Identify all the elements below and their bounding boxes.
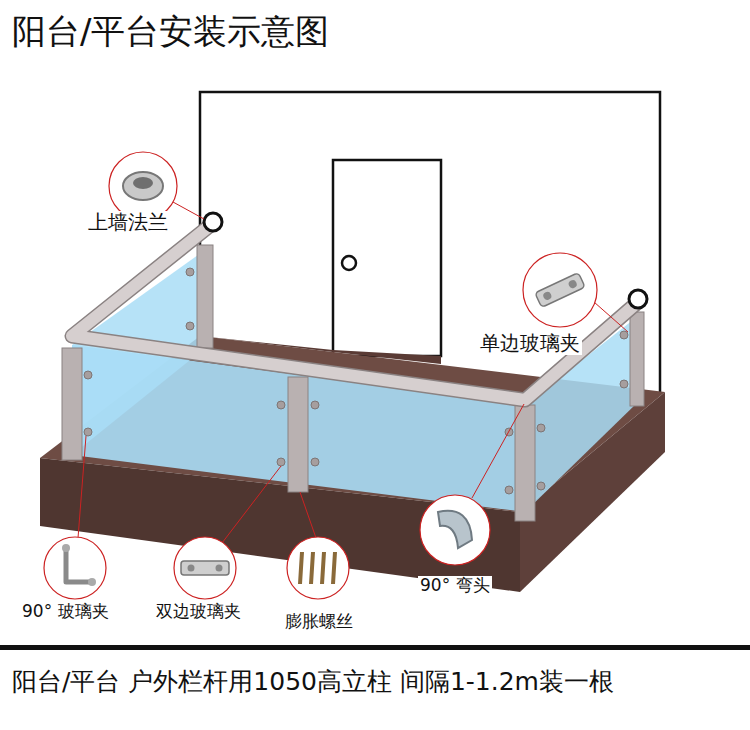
clip — [186, 322, 194, 330]
clip — [537, 424, 545, 432]
clip-hole — [188, 565, 195, 572]
clip — [311, 401, 319, 409]
bolt — [300, 552, 302, 584]
angle-clip-bolt — [62, 544, 70, 552]
callout-circle — [523, 253, 597, 327]
clip-plate — [535, 273, 585, 308]
clip-hole — [542, 291, 553, 302]
clip — [84, 428, 92, 436]
handrail-edge — [72, 224, 638, 400]
part-label: 单边玻璃夹 — [478, 332, 582, 355]
post — [630, 312, 644, 406]
post — [62, 348, 82, 460]
part-label: 90° 玻璃夹 — [20, 602, 111, 622]
elbow-icon — [438, 511, 472, 548]
part-label: 90° 弯头 — [418, 576, 492, 596]
callout-circle — [174, 537, 236, 599]
bolt — [311, 552, 313, 584]
clip — [311, 458, 319, 466]
flange-icon-hole — [133, 177, 153, 189]
leader-line — [594, 302, 628, 332]
wall-flange — [629, 290, 647, 308]
clip — [537, 482, 545, 490]
clip — [620, 380, 628, 388]
leader-lines — [78, 202, 628, 543]
bolt — [322, 552, 324, 584]
clip — [84, 371, 92, 379]
leader-line — [472, 404, 524, 498]
leader-line — [222, 466, 281, 543]
flange-icon — [123, 172, 163, 200]
leader-line — [300, 492, 316, 538]
clip — [277, 458, 285, 466]
leader-line — [173, 202, 204, 219]
part-label: 上墙法兰 — [86, 211, 170, 234]
callout-circle — [287, 537, 349, 599]
wall-flange — [204, 213, 222, 231]
leader-line — [78, 436, 86, 538]
door — [333, 160, 441, 356]
clip-hole — [216, 565, 223, 572]
callout-circle — [420, 495, 490, 565]
bolt — [333, 552, 335, 584]
title: 阳台/平台安装示意图 — [12, 12, 329, 51]
clip-hole — [567, 279, 578, 290]
double-clip-icon — [181, 561, 229, 575]
handrail — [72, 224, 638, 400]
bolt-icon — [300, 552, 335, 584]
angle-clip-bolt — [88, 578, 96, 586]
angle-clip-icon — [66, 548, 92, 582]
part-label: 双边玻璃夹 — [154, 602, 243, 622]
callout-circle — [44, 537, 106, 599]
clip — [186, 268, 194, 276]
post — [515, 405, 535, 521]
callout-circles — [44, 152, 597, 599]
clip — [620, 331, 628, 339]
divider-bar — [0, 645, 750, 650]
callout-circle — [109, 152, 177, 220]
clip — [277, 401, 285, 409]
caption: 阳台/平台 户外栏杆用1050高立柱 间隔1-1.2m装一根 — [12, 668, 614, 697]
single-clip-icon — [535, 273, 585, 308]
post — [288, 377, 308, 492]
clip — [505, 486, 513, 494]
part-label: 膨胀螺丝 — [283, 612, 355, 632]
door-knob — [342, 256, 356, 270]
post — [197, 245, 213, 348]
